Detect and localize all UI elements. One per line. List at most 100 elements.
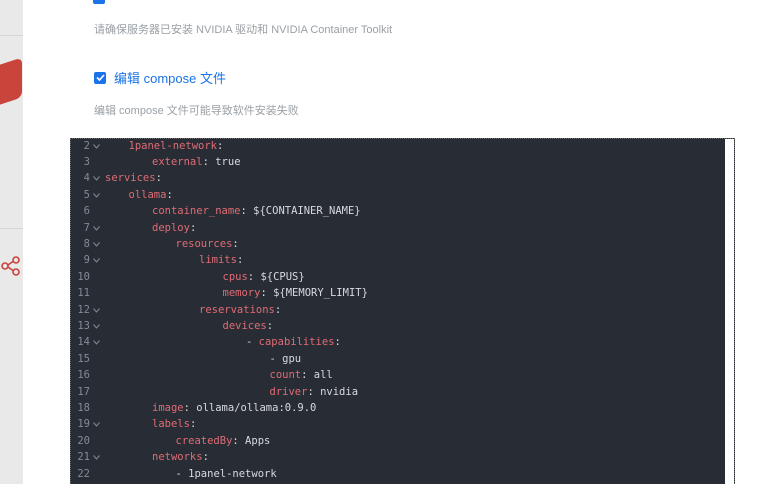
line-number: 21 — [77, 451, 90, 464]
yaml-key: container_name — [152, 205, 241, 218]
background-page — [0, 0, 23, 484]
yaml-value: true — [208, 155, 241, 168]
code-line[interactable]: 2 1panel-network: — [72, 139, 724, 154]
yaml-key: networks — [152, 451, 203, 464]
code-text: image: ollama/ollama:0.9.0 — [152, 401, 317, 414]
code-text: services: — [105, 172, 162, 185]
gpu-hint: 请确保服务器已安装 NVIDIA 驱动和 NVIDIA Container To… — [94, 24, 393, 36]
line-number: 4 — [83, 172, 90, 185]
code-line[interactable]: 20 createdBy: Apps — [72, 433, 724, 449]
yaml-value: ${CPUS} — [254, 270, 305, 283]
code-line[interactable]: 14- capabilities: — [72, 334, 724, 350]
yaml-key: services — [105, 172, 156, 185]
code-line[interactable]: 6 container_name: ${CONTAINER_NAME} — [72, 203, 724, 219]
fold-chevron-icon[interactable] — [93, 139, 100, 149]
yaml-key: external — [152, 155, 203, 168]
background-app-icon — [0, 57, 22, 107]
code-line[interactable]: 4 services: — [72, 170, 724, 186]
code-text: count: all — [269, 369, 333, 382]
yaml-value: all — [307, 369, 333, 382]
code-text: reservations: — [199, 303, 282, 316]
share-icon — [1, 256, 20, 276]
yaml-key: labels — [152, 418, 190, 431]
yaml-key: count — [269, 369, 302, 382]
code-line[interactable]: 15- gpu — [72, 351, 724, 367]
fold-chevron-icon[interactable] — [93, 416, 100, 428]
code-text: resources: — [175, 237, 239, 250]
yaml-key: deploy — [152, 221, 190, 234]
editor-scrollbar[interactable] — [725, 139, 734, 484]
yaml-key: createdBy — [175, 434, 233, 447]
code-line[interactable]: 8 resources: — [72, 236, 724, 252]
yaml-value: ${MEMORY_LIMIT} — [266, 287, 368, 300]
line-number: 16 — [77, 369, 90, 382]
edit-compose-checkbox[interactable] — [94, 71, 106, 84]
fold-chevron-icon[interactable] — [93, 252, 100, 264]
line-number: 19 — [77, 418, 90, 431]
code-line[interactable]: 9 limits: — [72, 252, 724, 268]
check-icon — [95, 74, 105, 81]
code-text: devices: — [222, 319, 274, 332]
fold-chevron-icon[interactable] — [93, 334, 100, 346]
line-number: 12 — [77, 303, 90, 316]
yaml-key: ollama — [128, 188, 167, 201]
code-line[interactable]: 22 - 1panel-network — [72, 466, 724, 482]
fold-chevron-icon[interactable] — [93, 170, 100, 182]
line-number: 8 — [83, 237, 90, 250]
line-number: 10 — [77, 270, 90, 283]
yaml-value: ${CONTAINER_NAME} — [246, 205, 361, 218]
yaml-key: capabilities — [258, 336, 335, 349]
code-text: limits: — [199, 254, 244, 267]
code-text: - 1panel-network — [175, 467, 277, 480]
yaml-value: Apps — [238, 434, 271, 447]
yaml-value: 1panel-network — [188, 467, 277, 480]
edit-compose-option[interactable]: 编辑 compose 文件 — [94, 68, 226, 87]
edit-compose-label: 编辑 compose 文件 — [114, 71, 226, 86]
yaml-key: resources — [175, 237, 233, 250]
code-line[interactable]: 12 reservations: — [72, 302, 724, 318]
code-text: labels: — [152, 418, 197, 431]
line-number: 6 — [83, 205, 90, 218]
code-text: 1panel-network: — [128, 139, 224, 152]
code-text: - gpu — [269, 352, 302, 365]
yaml-key: 1panel-network — [128, 139, 218, 152]
line-number: 9 — [83, 254, 90, 267]
yaml-key: cpus — [222, 270, 248, 283]
fold-chevron-icon[interactable] — [93, 220, 100, 231]
code-line[interactable]: 18 image: ollama/ollama:0.9.0 — [72, 400, 724, 416]
fold-chevron-icon[interactable] — [93, 236, 100, 247]
code-text: createdBy: Apps — [175, 434, 271, 447]
fold-chevron-icon[interactable] — [93, 187, 100, 198]
yaml-key: limits — [199, 254, 237, 267]
yaml-key: memory — [222, 287, 261, 300]
fold-chevron-icon[interactable] — [93, 449, 100, 460]
yaml-value: nvidia — [313, 385, 359, 398]
code-text: ollama: — [128, 188, 173, 201]
gpu-checkbox[interactable] — [93, 0, 105, 4]
fold-chevron-icon[interactable] — [93, 318, 100, 329]
yaml-key: driver — [269, 385, 308, 398]
line-number: 22 — [77, 467, 90, 480]
yaml-value: gpu — [282, 352, 302, 365]
code-text: - capabilities: — [246, 336, 341, 349]
line-number: 20 — [77, 434, 90, 447]
fold-chevron-icon[interactable] — [93, 302, 100, 313]
code-text: external: true — [152, 155, 241, 168]
code-line[interactable]: 19 labels: — [72, 416, 724, 432]
code-line[interactable]: 16 count: all — [72, 367, 724, 383]
code-text: container_name: ${CONTAINER_NAME} — [152, 205, 361, 218]
yaml-value: ollama/ollama:0.9.0 — [189, 401, 317, 414]
yaml-key: reservations — [199, 303, 275, 316]
line-number: 2 — [83, 139, 90, 152]
line-number: 18 — [77, 401, 90, 414]
